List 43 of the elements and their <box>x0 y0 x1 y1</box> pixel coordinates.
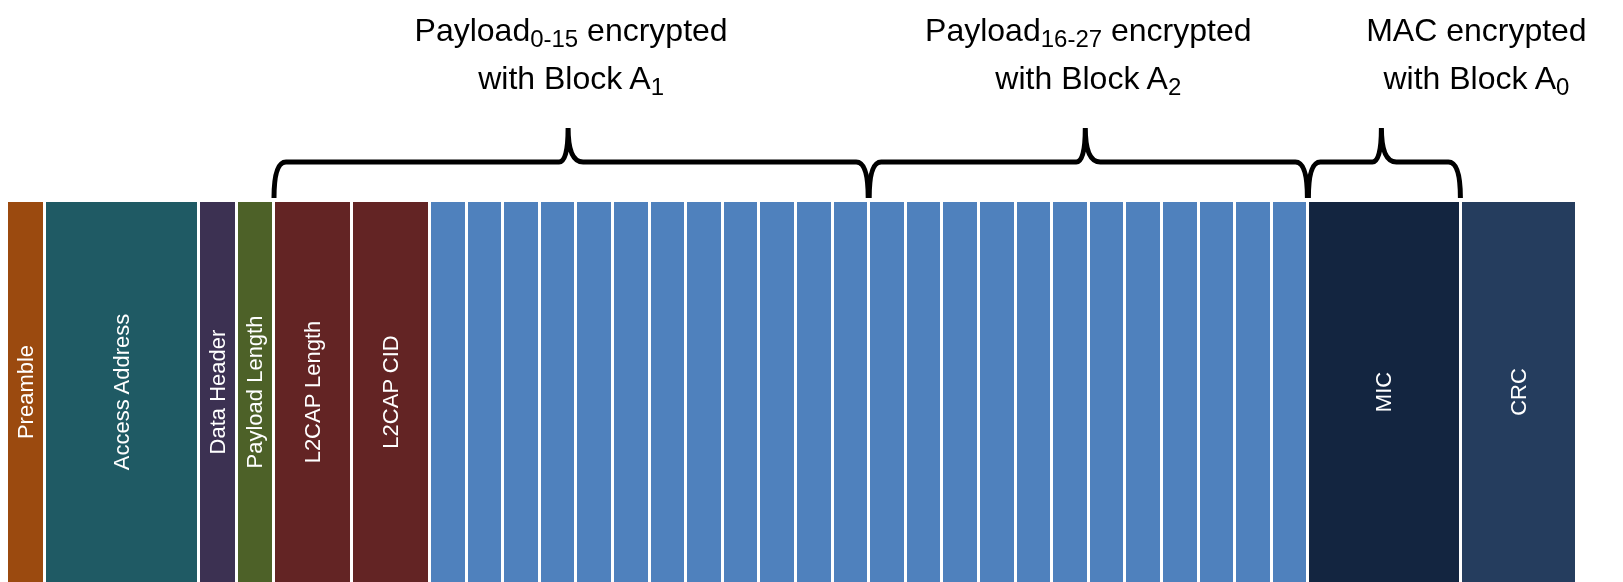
field-segment <box>275 202 350 582</box>
brace-label: MAC encrypted with Block A$_{0}$ <box>1365 11 1588 102</box>
field-label: L2CAP Length <box>301 320 324 464</box>
field-segment <box>1309 202 1460 582</box>
byte-cell <box>577 202 611 582</box>
byte-cell <box>540 202 575 582</box>
field-segment <box>1462 202 1576 582</box>
byte-cell <box>650 202 685 582</box>
byte-cell <box>1272 202 1307 582</box>
byte-cell <box>1163 202 1197 582</box>
byte-cell <box>760 202 794 582</box>
byte-cell <box>723 202 758 582</box>
byte-cell <box>833 202 868 582</box>
byte-cell <box>943 202 977 582</box>
byte-cell <box>797 202 831 582</box>
byte-cell <box>870 202 904 582</box>
byte-cell <box>1126 202 1160 582</box>
byte-cell <box>687 202 721 582</box>
field-label: L2CAP CID <box>379 335 402 449</box>
field-label: Preamble <box>14 344 37 440</box>
field-segment <box>200 202 235 582</box>
field-segment <box>46 202 197 582</box>
byte-cell <box>1016 202 1051 582</box>
field-label: Data Header <box>206 329 229 455</box>
field-segment <box>8 202 43 582</box>
byte-cell <box>1199 202 1234 582</box>
field-segment <box>238 202 272 582</box>
byte-cell <box>467 202 502 582</box>
brace-label: Payload$_{0-15}$ encrypted with Block A$_{1}$ <box>413 11 729 102</box>
field-segment <box>353 202 428 582</box>
brace-label: Payload$_{16-27}$ encrypted with Block A$_{2}$ <box>924 11 1253 102</box>
byte-cell <box>614 202 648 582</box>
field-label: Access Address <box>110 313 133 471</box>
byte-cell <box>1089 202 1124 582</box>
byte-cell <box>1236 202 1270 582</box>
field-label: MIC <box>1373 371 1396 413</box>
byte-cell <box>1053 202 1087 582</box>
byte-cell <box>504 202 538 582</box>
field-label: CRC <box>1507 368 1530 416</box>
byte-cell <box>431 202 465 582</box>
byte-cell <box>980 202 1014 582</box>
byte-cell <box>906 202 941 582</box>
field-label: Payload Length <box>244 315 266 469</box>
